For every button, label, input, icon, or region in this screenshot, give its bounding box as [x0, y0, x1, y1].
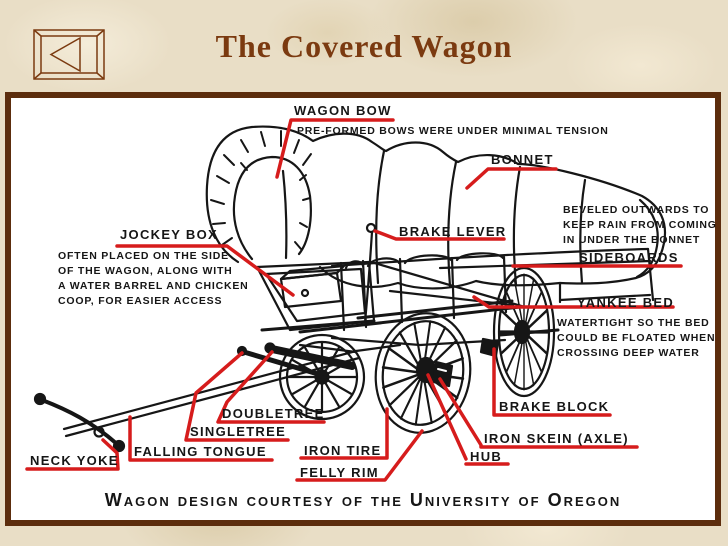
label-bonnet: BONNET — [491, 152, 554, 167]
back-button[interactable] — [33, 29, 105, 80]
label-singletree: SINGLETREE — [190, 424, 287, 439]
label-brake-lever: BRAKE LEVER — [399, 224, 507, 239]
caption: Wagon design courtesy of the University … — [104, 490, 622, 510]
label-felly-rim: FELLY RIM — [300, 465, 379, 480]
label-brake-block: BRAKE BLOCK — [499, 399, 610, 414]
diagram-panel: WAGON BOW PRE-FORMED BOWS WERE UNDER MIN… — [5, 92, 721, 526]
note-jockey-box: OFTEN PLACED ON THE SIDE OF THE WAGON, A… — [58, 250, 249, 307]
label-sideboards: SIDEBOARDS — [579, 250, 679, 265]
label-iron-tire: IRON TIRE — [304, 443, 382, 458]
note-wagon-bow: PRE-FORMED BOWS WERE UNDER MINIMAL TENSI… — [297, 125, 609, 137]
note-yankee-bed: WATERTIGHT SO THE BED COULD BE FLOATED W… — [557, 317, 716, 359]
label-neck-yoke: NECK YOKE — [30, 453, 119, 468]
wagon-illustration — [25, 118, 683, 482]
label-iron-skein: IRON SKEIN (AXLE) — [484, 431, 629, 446]
label-jockey-box: JOCKEY BOX — [120, 227, 219, 242]
page-title: The Covered Wagon — [215, 28, 513, 64]
label-hub: HUB — [470, 449, 503, 464]
label-wagon-bow: WAGON BOW — [294, 103, 392, 118]
label-leader-lines — [25, 118, 683, 482]
label-doubletree: DOUBLETREE — [222, 406, 325, 421]
label-yankee-bed: YANKEE BED — [577, 295, 675, 310]
back-icon — [33, 29, 105, 83]
label-falling-tongue: FALLING TONGUE — [134, 444, 267, 459]
note-sideboards: BEVELED OUTWARDS TO KEEP RAIN FROM COMIN… — [563, 204, 717, 246]
